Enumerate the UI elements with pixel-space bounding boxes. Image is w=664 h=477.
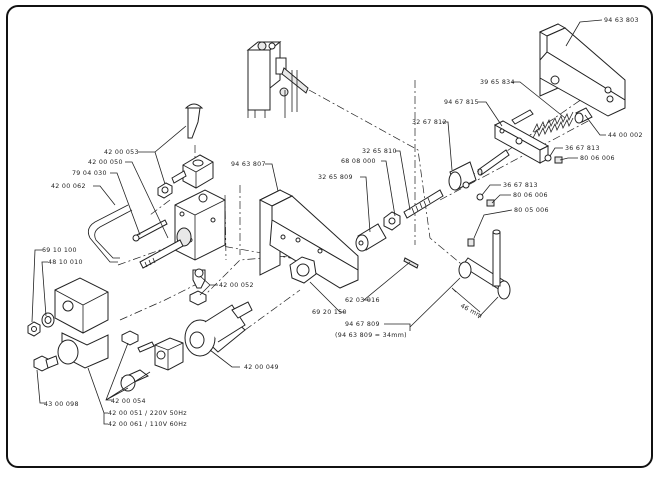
label-80-06-006-b: 80 06 006 xyxy=(513,192,548,199)
bushing-32-65-809 xyxy=(355,223,387,252)
tube-42-00-062 xyxy=(87,204,133,263)
handle-94-67-809 xyxy=(451,229,511,319)
label-94-67-815: 94 67 815 xyxy=(444,99,479,106)
drawing-frame xyxy=(6,5,653,468)
spring-39-65-834 xyxy=(532,111,574,139)
valve-coil-42-00-051 xyxy=(54,277,109,369)
label-68-08-000: 68 08 000 xyxy=(341,158,376,165)
label-42-00-054: 42 00 054 xyxy=(111,398,146,405)
leader-lines xyxy=(31,19,606,425)
label-94-63-803: 94 63 803 xyxy=(604,17,639,24)
label-94-63-809-note: (94 63 809 = 34mm) xyxy=(335,332,407,339)
solenoid-42-00-049 xyxy=(184,301,253,357)
label-79-04-030: 79 04 030 xyxy=(72,170,107,177)
set-screws xyxy=(467,154,563,247)
label-80-05-006: 80 05 006 xyxy=(514,207,549,214)
bracket-94-63-803 xyxy=(538,23,626,117)
label-43-00-098: 43 00 098 xyxy=(44,401,79,408)
fitting-42-00-052 xyxy=(189,268,207,306)
label-39-65-834: 39 65 834 xyxy=(480,79,515,86)
label-94-63-807: 94 63 807 xyxy=(231,161,266,168)
label-42-00-053: 42 00 053 xyxy=(104,149,139,156)
label-42-00-051: 42 00 051 / 220V 50Hz xyxy=(108,410,187,417)
fitting-block-42-00-054 xyxy=(120,330,184,392)
label-44-00-002: 44 00 002 xyxy=(608,132,643,139)
label-42-00-062: 42 00 062 xyxy=(51,183,86,190)
plate-94-63-807 xyxy=(258,189,359,289)
collar-32-67-812 xyxy=(448,149,510,191)
label-32-67-812: 32 67 812 xyxy=(412,119,447,126)
dimension-46mm: 46 mm xyxy=(459,303,483,320)
label-94-67-809: 94 67 809 xyxy=(345,321,380,328)
threaded-rod-32-65-810 xyxy=(403,189,444,219)
label-80-06-006-a: 80 06 006 xyxy=(580,155,615,162)
label-62-03-016: 62 03 016 xyxy=(345,297,380,304)
fitting-block-42-00-053 xyxy=(157,103,214,199)
label-48-10-010: 48 10 010 xyxy=(48,259,83,266)
bolt-79-04-030 xyxy=(132,219,168,242)
nut-69-20-150 xyxy=(289,256,317,284)
label-36-67-813-a: 36 67 813 xyxy=(565,145,600,152)
label-32-65-809: 32 65 809 xyxy=(318,174,353,181)
label-69-10-100: 69 10 100 xyxy=(42,247,77,254)
cylinder-assembly xyxy=(246,40,309,118)
label-42-00-050: 42 00 050 xyxy=(88,159,123,166)
label-32-65-810: 32 65 810 xyxy=(362,148,397,155)
nut-68-08-000 xyxy=(383,211,401,231)
label-69-20-150: 69 20 150 xyxy=(312,309,347,316)
block-94-67-815 xyxy=(493,109,550,164)
pin-62-03-016 xyxy=(403,257,419,269)
label-36-67-813-b: 36 67 813 xyxy=(503,182,538,189)
valve-block xyxy=(139,189,226,269)
label-42-00-049: 42 00 049 xyxy=(244,364,279,371)
label-42-00-052: 42 00 052 xyxy=(219,282,254,289)
label-42-00-061: 42 00 061 / 110V 60Hz xyxy=(108,421,187,428)
washer-nut-left xyxy=(27,312,59,372)
